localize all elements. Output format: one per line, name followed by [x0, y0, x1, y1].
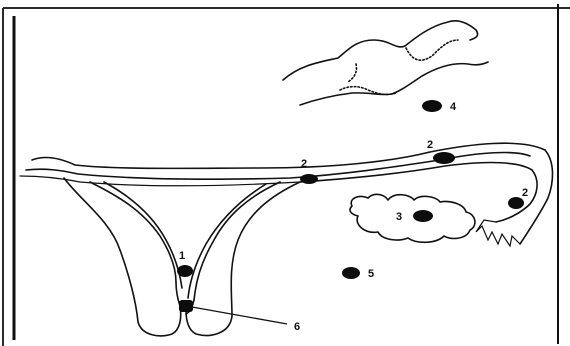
uterus-outline: [20, 143, 553, 336]
label-2-fimbrial: 2: [522, 187, 528, 199]
label-3: 3: [396, 211, 402, 223]
site-marker-5: [342, 267, 360, 279]
label-6: 6: [294, 321, 300, 333]
site-marker-1: [177, 265, 193, 277]
implantation-sites: [177, 100, 524, 312]
bowel-loop-outline: [283, 21, 488, 105]
leader-line-6: [192, 307, 287, 324]
site-marker-2-ampullary: [433, 152, 455, 164]
site-marker-4: [422, 100, 442, 112]
site-marker-6: [179, 300, 193, 312]
ovary-outline: [350, 194, 475, 242]
label-2-ampullary: 2: [427, 139, 433, 151]
site-marker-2-isthmic: [300, 174, 318, 184]
label-4: 4: [450, 101, 457, 113]
site-marker-3: [413, 210, 433, 222]
label-2-isthmic: 2: [301, 158, 307, 170]
label-5: 5: [368, 268, 374, 280]
label-1: 1: [179, 250, 185, 262]
